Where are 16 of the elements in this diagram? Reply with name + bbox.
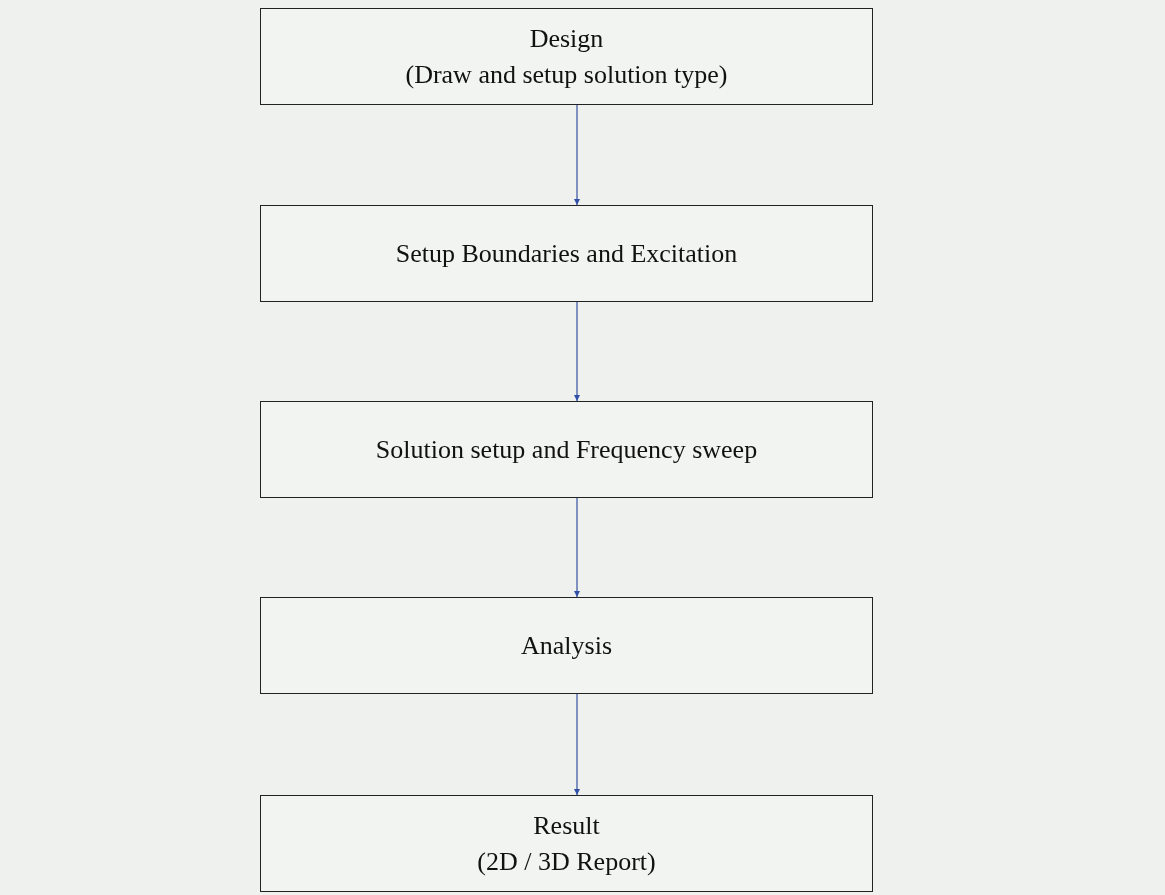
process-box (260, 401, 873, 498)
arrow (574, 497, 580, 598)
step-detail: (Draw and setup solution type) (405, 58, 728, 91)
step-detail: (2D / 3D Report) (477, 845, 656, 878)
process-box (260, 205, 873, 302)
step-title: Setup Boundaries and Excitation (395, 237, 738, 270)
step-title: Analysis (521, 629, 612, 662)
step-title: Solution setup and Frequency sweep (375, 433, 758, 466)
arrow (574, 301, 580, 402)
step-title: Result (533, 810, 600, 843)
process-box (260, 8, 873, 105)
arrow (574, 104, 580, 206)
process-box (260, 795, 873, 892)
arrow (574, 693, 580, 796)
process-box (260, 597, 873, 694)
step-title: Design (529, 23, 604, 56)
